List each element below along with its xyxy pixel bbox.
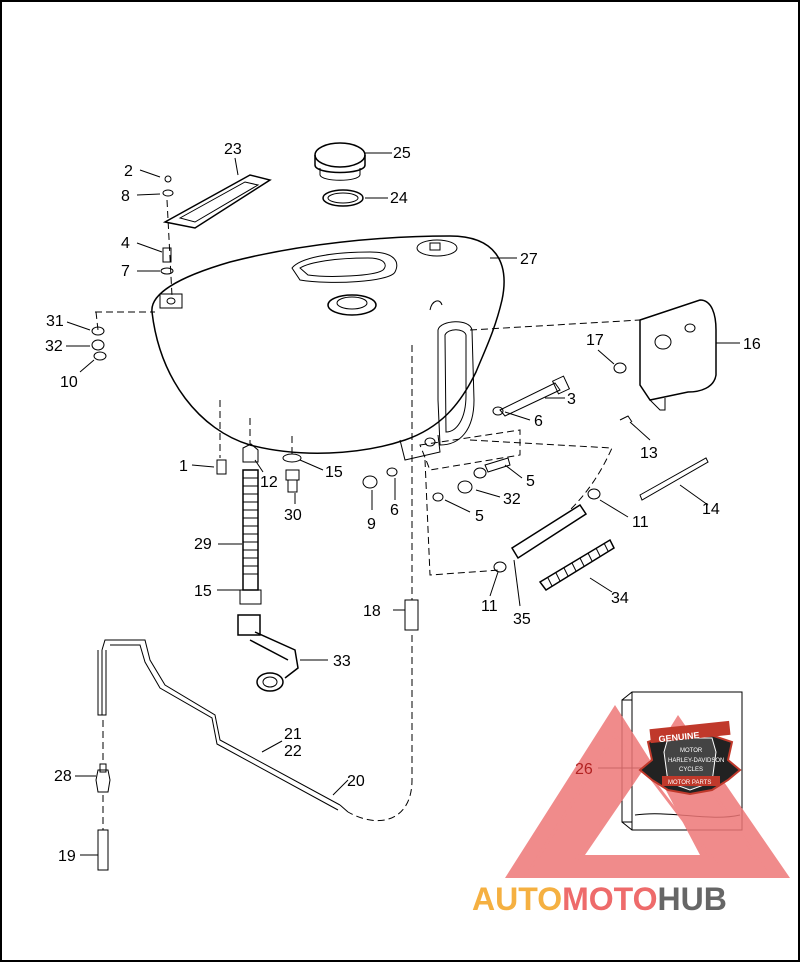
callout-labels: 2 8 23 25 24 4 7 27 31 32 10 17 16 3 6 1… (45, 141, 761, 865)
callout-7: 7 (121, 263, 130, 280)
watermark-triangle (505, 705, 790, 878)
callout-20: 20 (347, 773, 365, 790)
fuel-tank (151, 235, 505, 461)
leader-lines (66, 152, 740, 856)
callout-13: 13 (640, 445, 658, 462)
callout-32: 32 (45, 338, 63, 355)
fuel-hose-fitting (237, 614, 299, 692)
callout-21: 21 (284, 726, 302, 743)
callout-22: 22 (284, 743, 302, 760)
callout-24: 24 (390, 190, 408, 207)
callout-14: 14 (702, 501, 720, 518)
left-hardware (91, 311, 155, 361)
callout-6: 6 (534, 413, 543, 430)
callout-16: 16 (743, 336, 761, 353)
callout-5-lower: 5 (475, 508, 484, 525)
callout-10: 10 (60, 374, 78, 391)
callout-35: 35 (513, 611, 531, 628)
callout-28: 28 (54, 768, 72, 785)
callout-17: 17 (586, 332, 604, 349)
callout-11: 11 (632, 514, 649, 531)
callout-32-lower: 32 (503, 491, 521, 508)
callout-18: 18 (363, 603, 381, 620)
callout-25: 25 (393, 145, 411, 162)
callout-9: 9 (367, 516, 376, 533)
callout-33: 33 (333, 653, 351, 670)
callout-11-lower: 11 (481, 598, 498, 615)
badge-motor-parts: MOTOR PARTS (668, 780, 711, 786)
badge-harley: HARLEY-DAVIDSON (668, 758, 724, 764)
callout-12: 12 (260, 474, 278, 491)
callout-27: 27 (520, 251, 538, 268)
callout-8: 8 (121, 188, 130, 205)
callout-6-lower: 6 (390, 502, 399, 519)
rod-end-parts (95, 720, 111, 871)
vent-line (347, 345, 419, 821)
mount-hardware (362, 429, 521, 502)
bolt-3 (492, 375, 571, 417)
badge-cycles: CYCLES (679, 767, 703, 773)
callout-34: 34 (611, 590, 629, 607)
rear-bracket (469, 299, 717, 423)
callout-30: 30 (284, 507, 302, 524)
callout-4: 4 (121, 235, 130, 252)
hoses (424, 439, 615, 591)
callout-26: 26 (575, 761, 593, 778)
callout-15: 15 (325, 464, 343, 481)
badge-genuine: GENUINE (658, 730, 700, 744)
fuel-cap (314, 142, 366, 181)
petcock-rod (97, 639, 349, 813)
clip-14 (639, 457, 709, 501)
console-gasket (162, 174, 272, 229)
watermark-text: AUTOMOTOHUB (472, 881, 727, 917)
filler-gasket (322, 189, 364, 207)
badge-motor: MOTOR (680, 748, 703, 754)
callout-23: 23 (224, 141, 242, 158)
callout-15-lower: 15 (194, 583, 212, 600)
harley-badge: GENUINE MOTOR HARLEY-DAVIDSON CYCLES MOT… (638, 720, 742, 796)
callout-31: 31 (46, 313, 64, 330)
callout-2: 2 (124, 163, 133, 180)
fuel-valve (216, 400, 302, 605)
callout-3: 3 (567, 391, 576, 408)
callout-5: 5 (526, 473, 535, 490)
callout-1: 1 (179, 458, 188, 475)
callout-19: 19 (58, 848, 76, 865)
front-hardware (160, 175, 174, 297)
watermark-logo: AUTOMOTOHUB (472, 881, 727, 917)
callout-29: 29 (194, 536, 212, 553)
